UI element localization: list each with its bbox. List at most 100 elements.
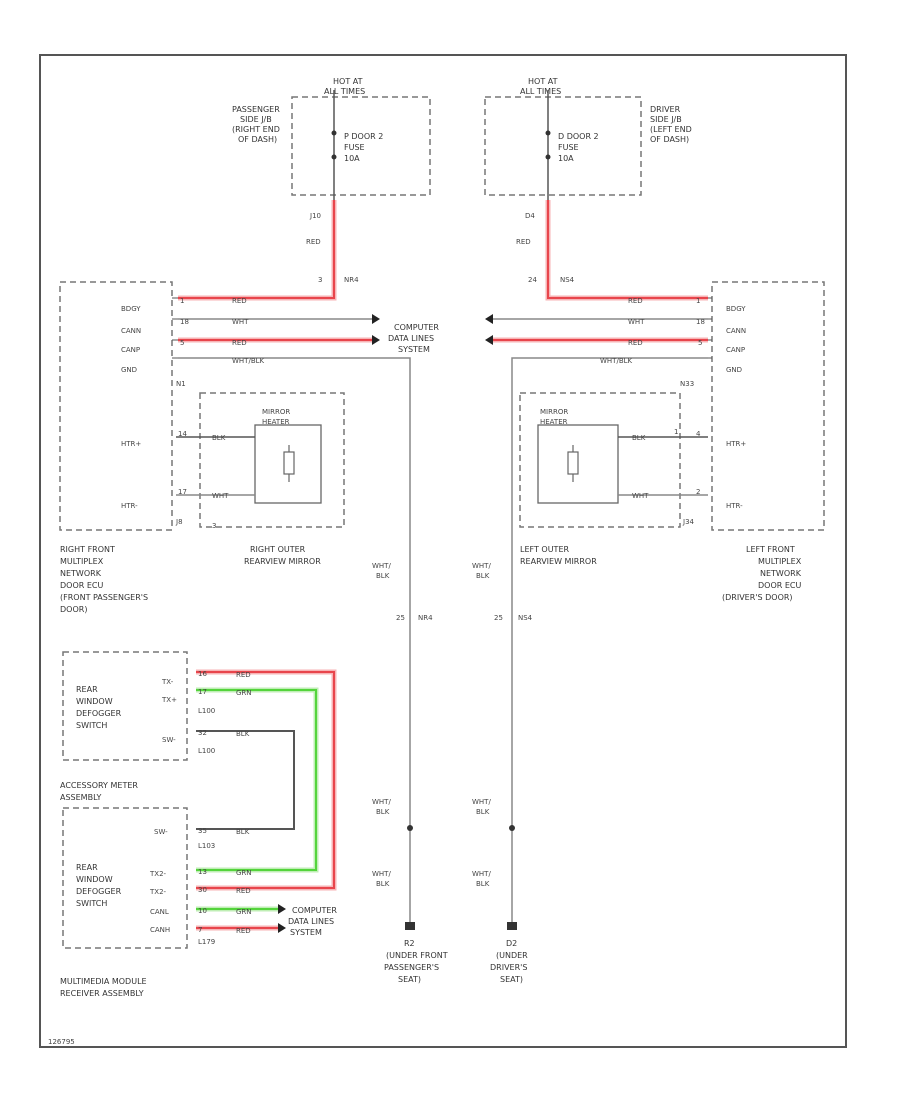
lpin-cann: 18 — [180, 318, 189, 326]
dw-grn-3: GRN — [236, 908, 252, 916]
rpin-htrm: 2 — [696, 488, 700, 496]
meter-sw-2: WINDOW — [76, 697, 113, 706]
meter-conn-b: L100 — [198, 747, 215, 755]
ecu-l-title-1: RIGHT FRONT — [60, 545, 115, 554]
mm-sw-2: WINDOW — [76, 875, 113, 884]
ground-runs: WHT/ BLK 25 NR4 WHT/ BLK 25 NS4 WHT/ BLK… — [372, 562, 533, 984]
ecu-l-pin-bdgy: BDGY — [121, 305, 141, 313]
diagram-frame — [39, 54, 847, 1048]
rwire-canp: RED — [628, 339, 643, 347]
mr-wire-bot: WHT — [212, 492, 229, 500]
gr-wire3-2: BLK — [476, 880, 490, 888]
lwire-canp: RED — [232, 339, 247, 347]
rpin-canp: 5 — [698, 339, 702, 347]
gl-wire2-1: WHT/ — [372, 798, 391, 806]
mr-wire-top: BLK — [212, 434, 226, 442]
lpin-htrp: 14 — [178, 430, 187, 438]
mirror-r-title-1: RIGHT OUTER — [250, 545, 306, 554]
meter-pin-name-2: SW- — [162, 736, 176, 744]
ecu-r-title-3: NETWORK — [760, 569, 802, 578]
ecu-r-conn: N33 — [680, 380, 694, 388]
ecu-l-htr-plus: HTR+ — [121, 440, 141, 448]
gr-wire-2: BLK — [476, 572, 490, 580]
ecu-bus-wires — [172, 297, 712, 925]
meter-pin-name-1: TX+ — [161, 696, 177, 704]
dw-blk-1: BLK — [236, 730, 250, 738]
dp-1: 17 — [198, 688, 207, 696]
gl-wire-2: BLK — [376, 572, 390, 580]
dp-6: 10 — [198, 907, 207, 915]
mm-pin-name-2: TX2- — [149, 888, 167, 896]
jb-left-wire: RED — [306, 238, 321, 246]
gl-wire-1: WHT/ — [372, 562, 391, 570]
gr-wire2-2: BLK — [476, 808, 490, 816]
lpin-canp: 5 — [180, 339, 184, 347]
mirror-l-conn: 1 — [674, 428, 678, 436]
ecu-r-title-4: DOOR ECU — [758, 581, 801, 590]
driver-jb: HOT AT ALL TIMES DRIVER SIDE J/B (LEFT E… — [484, 77, 692, 284]
gr-wire2-1: WHT/ — [472, 798, 491, 806]
rwire-bdgy: RED — [628, 297, 643, 305]
jb-left-title-1: PASSENGER — [232, 105, 280, 114]
mm-sw-3: DEFOGGER — [76, 887, 122, 896]
jb-left-pin-bot: 3 — [318, 276, 322, 284]
ecu-l-title-5: (FRONT PASSENGER'S — [60, 593, 148, 602]
rpin-htrp: 4 — [696, 430, 701, 438]
cdl2-3: SYSTEM — [290, 928, 322, 937]
dw-grn-1: GRN — [236, 689, 252, 697]
passenger-jb: HOT AT ALL TIMES PASSENGER SIDE J/B (RIG… — [232, 77, 431, 284]
gr-wire-1: WHT/ — [472, 562, 491, 570]
mm-title-1: MULTIMEDIA MODULE — [60, 977, 147, 986]
ecu-r-bottom-conn: J34 — [682, 518, 695, 526]
ml-wire-top: BLK — [632, 434, 646, 442]
cdl-label-3: SYSTEM — [398, 345, 430, 354]
mm-sw-4: SWITCH — [76, 899, 107, 908]
gr-wire3-1: WHT/ — [472, 870, 491, 878]
jb-left-conn: NR4 — [344, 276, 359, 284]
jb-right-hot-1: HOT AT — [528, 77, 558, 86]
ecu-r-htr-minus: HTR- — [726, 502, 743, 510]
jb-right-pin-bot: 24 — [528, 276, 537, 284]
gl-wire2-2: BLK — [376, 808, 390, 816]
mm-sw-1: REAR — [76, 863, 98, 872]
jb-left-pin-top: J10 — [309, 212, 321, 220]
ecu-l-pin-canp: CANP — [121, 346, 140, 354]
ecu-r-pin-canp: CANP — [726, 346, 745, 354]
ecu-r-htr-plus: HTR+ — [726, 440, 746, 448]
jb-right-title-3: (LEFT END — [650, 125, 692, 134]
mirror-l-title-1: LEFT OUTER — [520, 545, 569, 554]
jb-left-title-3: (RIGHT END — [232, 125, 280, 134]
mm-title-2: RECEIVER ASSEMBLY — [60, 989, 144, 998]
mm-pin-name-0: SW- — [154, 828, 168, 836]
dw-red-1: RED — [236, 671, 251, 679]
ecu-l-title-6: DOOR) — [60, 605, 87, 614]
mm-pin-name-3: CANL — [150, 908, 169, 916]
meter-sw-3: DEFOGGER — [76, 709, 122, 718]
jb-left-hot-2: ALL TIMES — [324, 87, 365, 96]
meter-title-2: ASSEMBLY — [60, 793, 101, 802]
ecu-l-pin-gnd: GND — [121, 366, 137, 374]
multimedia-receiver-assembly: REAR WINDOW DEFOGGER SWITCH SW- TX2- TX2… — [60, 807, 215, 998]
gl-loc-2: PASSENGER'S — [384, 963, 439, 972]
dw-red-2: RED — [236, 887, 251, 895]
gr-name: D2 — [506, 939, 517, 948]
gl-wire3-2: BLK — [376, 880, 390, 888]
ecu-l-pin-cann: CANN — [121, 327, 141, 335]
jb-right-hot-2: ALL TIMES — [520, 87, 561, 96]
ecu-r-title-5: (DRIVER'S DOOR) — [722, 593, 793, 602]
jb-left-title-2: SIDE J/B — [240, 115, 272, 124]
mm-pin-name-1: TX2- — [149, 870, 167, 878]
fuse-left-1: P DOOR 2 — [344, 132, 383, 141]
dp-4: 13 — [198, 868, 207, 876]
gl-loc-1: (UNDER FRONT — [386, 951, 448, 960]
ecu-l-title-2: MULTIPLEX — [60, 557, 104, 566]
dw-red-3: RED — [236, 927, 251, 935]
fuse-right-3: 10A — [558, 154, 574, 163]
ecu-l-title-4: DOOR ECU — [60, 581, 103, 590]
dp-3: 35 — [198, 827, 207, 835]
jb-left-hot-1: HOT AT — [333, 77, 363, 86]
gl-conn: NR4 — [418, 614, 433, 622]
jb-right-title-4: OF DASH) — [650, 135, 689, 144]
ecu-r-pin-gnd: GND — [726, 366, 742, 374]
meter-pin-name-0: TX- — [161, 678, 174, 686]
